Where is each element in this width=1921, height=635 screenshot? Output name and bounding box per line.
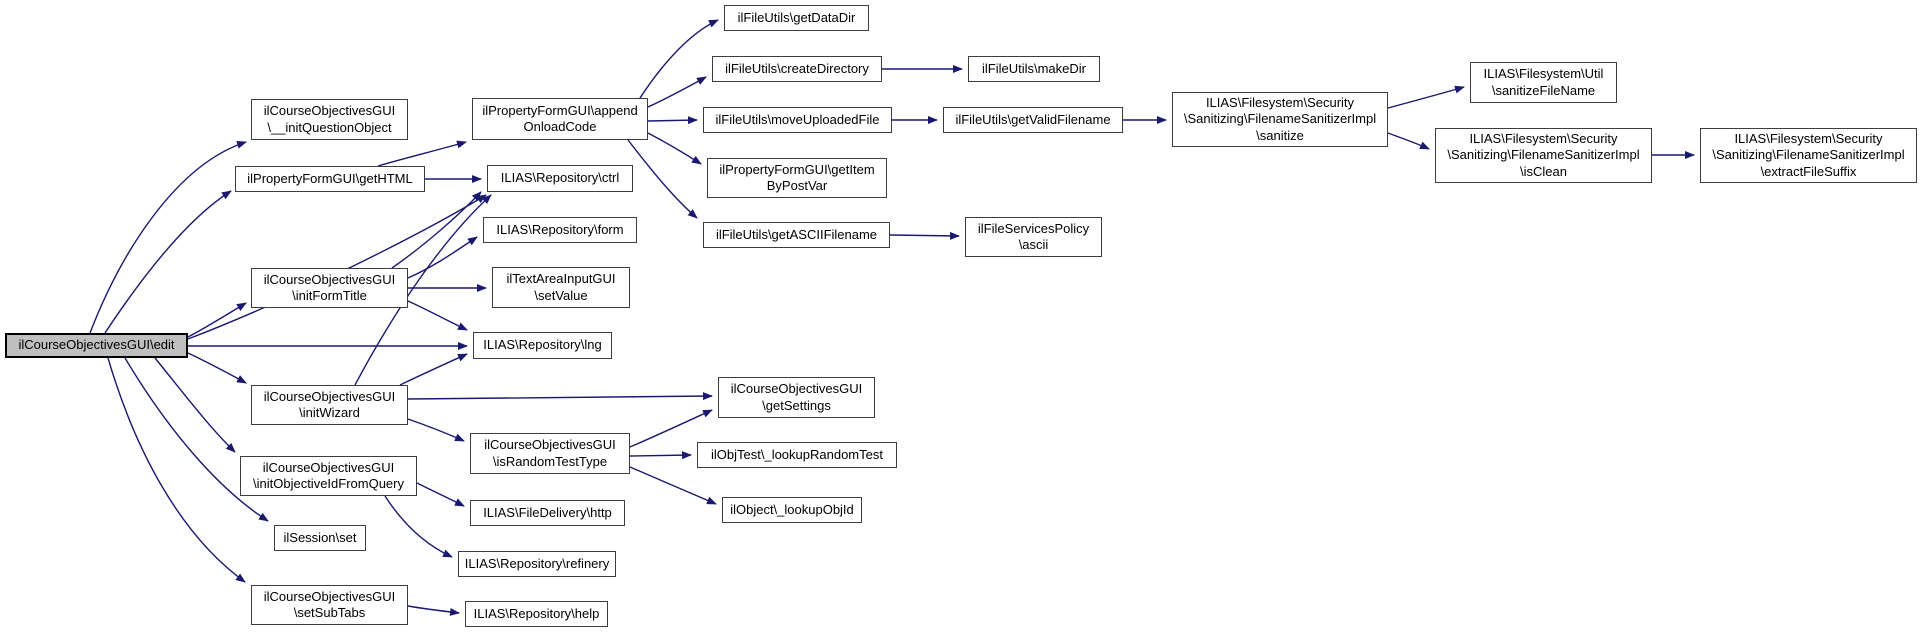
edge-is-random-test-type-to-get-settings	[629, 409, 713, 448]
node-session-set[interactable]: ilSession\set	[274, 525, 366, 551]
edge-append-onload-code-to-move-uploaded-file	[647, 116, 698, 125]
node-edit[interactable]: ilCourseObjectivesGUI\edit	[5, 333, 188, 358]
node-create-directory[interactable]: ilFileUtils\createDirectory	[712, 56, 882, 82]
edge-append-onload-code-to-get-ascii-filename	[627, 139, 698, 219]
node-sanitize[interactable]: ILIAS\Filesystem\Security \Sanitizing\Fi…	[1172, 92, 1388, 147]
edge-edit-to-init-form-title	[187, 302, 247, 338]
node-set-sub-tabs[interactable]: ilCourseObjectivesGUI \setSubTabs	[251, 585, 408, 625]
node-init-wizard[interactable]: ilCourseObjectivesGUI \initWizard	[251, 385, 408, 425]
edge-set-sub-tabs-to-help	[407, 605, 460, 616]
node-get-settings[interactable]: ilCourseObjectivesGUI \getSettings	[718, 377, 875, 418]
node-append-onload-code[interactable]: ilPropertyFormGUI\append OnloadCode	[472, 98, 648, 140]
node-form[interactable]: ILIAS\Repository\form	[483, 217, 637, 243]
node-lng[interactable]: ILIAS\Repository\lng	[473, 332, 612, 359]
node-ctrl[interactable]: ILIAS\Repository\ctrl	[487, 165, 633, 192]
edge-init-form-title-to-form	[407, 236, 478, 279]
edge-init-objective-id-from-query-to-http	[416, 482, 465, 507]
edge-append-onload-code-to-create-directory	[647, 76, 707, 108]
node-extract-file-suffix[interactable]: ILIAS\Filesystem\Security \Sanitizing\Fi…	[1700, 128, 1917, 183]
node-ascii[interactable]: ilFileServicesPolicy \ascii	[965, 217, 1102, 257]
node-sanitize-file-name[interactable]: ILIAS\Filesystem\Util \sanitizeFileName	[1470, 62, 1617, 103]
node-help[interactable]: ILIAS\Repository\help	[465, 601, 608, 627]
edge-init-wizard-to-is-random-test-type	[407, 418, 465, 442]
edge-get-html-to-append-onload-code	[377, 140, 467, 167]
edge-append-onload-code-to-get-data-dir	[639, 19, 719, 99]
edge-edit-to-init-objective-id-from-query	[154, 357, 236, 453]
node-move-uploaded-file[interactable]: ilFileUtils\moveUploadedFile	[703, 107, 892, 133]
edge-sanitize-to-sanitize-file-name	[1387, 85, 1465, 109]
edge-append-onload-code-to-get-item-by-post-var	[647, 132, 702, 165]
node-is-clean[interactable]: ILIAS\Filesystem\Security \Sanitizing\Fi…	[1435, 128, 1652, 183]
edge-init-form-title-to-lng	[407, 300, 468, 331]
edge-edit-to-session-set	[124, 357, 269, 522]
edge-edit-to-init-wizard	[187, 352, 247, 384]
node-http[interactable]: ILIAS\FileDelivery\http	[470, 500, 625, 526]
node-get-item-by-post-var[interactable]: ilPropertyFormGUI\getItem ByPostVar	[707, 158, 887, 198]
node-get-ascii-filename[interactable]: ilFileUtils\getASCIIFilename	[703, 222, 890, 248]
edge-edit-to-get-html	[104, 190, 232, 334]
node-get-data-dir[interactable]: ilFileUtils\getDataDir	[724, 5, 869, 31]
edge-edit-to-init-question-object	[89, 140, 247, 334]
node-init-question-object[interactable]: ilCourseObjectivesGUI \__initQuestionObj…	[251, 99, 408, 140]
node-init-form-title[interactable]: ilCourseObjectivesGUI \initFormTitle	[251, 268, 408, 308]
edge-init-wizard-to-get-settings	[407, 392, 713, 401]
node-set-value[interactable]: ilTextAreaInputGUI \setValue	[492, 267, 630, 308]
node-init-objective-id-from-query[interactable]: ilCourseObjectivesGUI \initObjectiveIdFr…	[240, 456, 417, 496]
edge-init-form-title-to-ctrl	[391, 191, 482, 269]
node-is-random-test-type[interactable]: ilCourseObjectivesGUI \isRandomTestType	[470, 433, 630, 474]
edge-init-wizard-to-ctrl	[354, 194, 492, 386]
node-lookup-random-test[interactable]: ilObjTest\_lookupRandomTest	[697, 442, 897, 468]
node-refinery[interactable]: ILIAS\Repository\refinery	[458, 551, 616, 577]
edge-init-objective-id-from-query-to-refinery	[384, 495, 453, 558]
edge-edit-to-ctrl	[187, 194, 487, 340]
edge-is-random-test-type-to-lookup-random-test	[629, 451, 692, 460]
node-get-valid-filename[interactable]: ilFileUtils\getValidFilename	[943, 107, 1123, 133]
edge-edit-to-set-sub-tabs	[107, 357, 246, 583]
edge-get-ascii-filename-to-ascii	[889, 231, 960, 240]
edge-init-wizard-to-lng	[399, 353, 468, 386]
node-make-dir[interactable]: ilFileUtils\makeDir	[968, 56, 1100, 82]
node-lookup-obj-id[interactable]: ilObject\_lookupObjId	[722, 497, 862, 523]
edge-sanitize-to-is-clean	[1387, 132, 1430, 150]
node-get-html[interactable]: ilPropertyFormGUI\getHTML	[235, 166, 425, 192]
edge-is-random-test-type-to-lookup-obj-id	[629, 466, 717, 505]
